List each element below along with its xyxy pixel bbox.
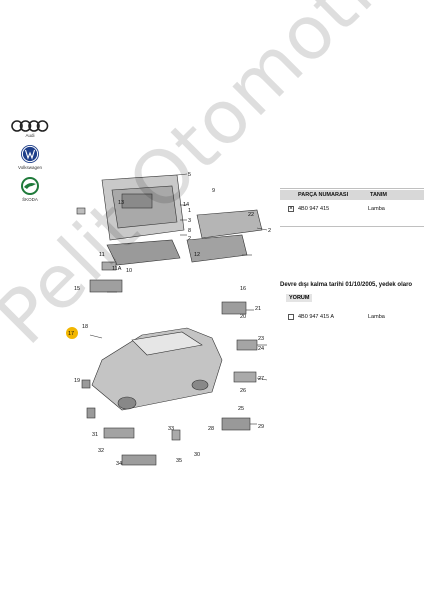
callout-18: 18 [82,324,88,330]
part-number: 4B0 947 415 [298,206,330,212]
skoda-logo-icon [21,177,39,195]
brand-volkswagen: Volkswagen [8,144,52,170]
part-description: Lamba [368,206,385,212]
brand-label: Audi [25,133,35,138]
callout-27: 27 [258,376,264,382]
table-header: PARÇA NUMARASI TANIM [280,190,424,200]
table-row[interactable]: × 4B0 947 415 Lamba [280,204,424,214]
callout-32: 32 [98,448,104,454]
brand-label: Volkswagen [17,165,43,170]
parts-table: PARÇA NUMARASI TANIM × 4B0 947 415 Lamba [280,190,424,214]
callout-8: 8 [188,228,191,234]
callout-34: 34 [116,461,122,467]
callout-33: 33 [168,426,174,432]
parts-table-2: 4B0 947 415 A Lamba [280,308,424,322]
callout-11a: 11A [112,266,122,272]
brand-label: ŠKODA [22,197,38,202]
callout-22: 22 [248,212,254,218]
callout-10: 10 [126,268,132,274]
callout-30: 30 [194,452,200,458]
table-bottom-divider [280,226,424,227]
part-description: Lamba [368,314,385,320]
callout-5: 5 [188,172,191,178]
brand-skoda: ŠKODA [8,176,52,202]
yorum-tab[interactable]: YORUM [286,294,313,302]
callout-19: 19 [74,378,80,384]
discontinued-note: Devre dışı kalma tarihi 01/10/2005, yede… [280,282,413,288]
callout-11: 11 [99,252,105,258]
row-checkbox[interactable]: × [288,206,294,212]
callout-29: 29 [258,424,264,430]
callout-17-highlight: 17 [68,331,74,337]
vw-logo-icon [21,145,39,163]
table-top-divider [280,188,424,189]
callout-24: 24 [258,346,264,352]
callout-2b: 2 [188,236,191,242]
callout-1: 1 [188,208,191,214]
callout-9: 9 [212,188,215,194]
callout-28: 28 [208,426,214,432]
parts-diagram: 5 14 1 3 8 2 9 2 22 13 12 11 11A 10 15 1… [66,172,271,467]
callout-20: 20 [240,314,246,320]
callout-14: 14 [183,202,189,208]
row-checkbox[interactable] [288,314,294,320]
callout-35: 35 [176,458,182,464]
audi-rings-logo-icon [11,120,49,132]
brand-audi: Audi [8,120,52,138]
header-description: TANIM [370,192,388,198]
callout-12: 12 [194,252,200,258]
callout-31: 31 [92,432,98,438]
table-row[interactable]: 4B0 947 415 A Lamba [280,312,424,322]
callout-26: 26 [240,388,246,394]
callout-23: 23 [258,336,264,342]
header-part-number: PARÇA NUMARASI [298,192,349,198]
callout-13: 13 [118,200,124,206]
callout-25: 25 [238,406,244,412]
highlight-callout: 17 [66,327,78,339]
brand-logos: Audi Volkswagen ŠKODA [8,120,52,208]
callout-21: 21 [255,306,261,312]
callout-16: 16 [240,286,246,292]
callout-3: 3 [188,218,191,224]
callout-2: 2 [268,228,271,234]
callout-15: 15 [74,286,80,292]
part-number: 4B0 947 415 A [298,314,335,320]
